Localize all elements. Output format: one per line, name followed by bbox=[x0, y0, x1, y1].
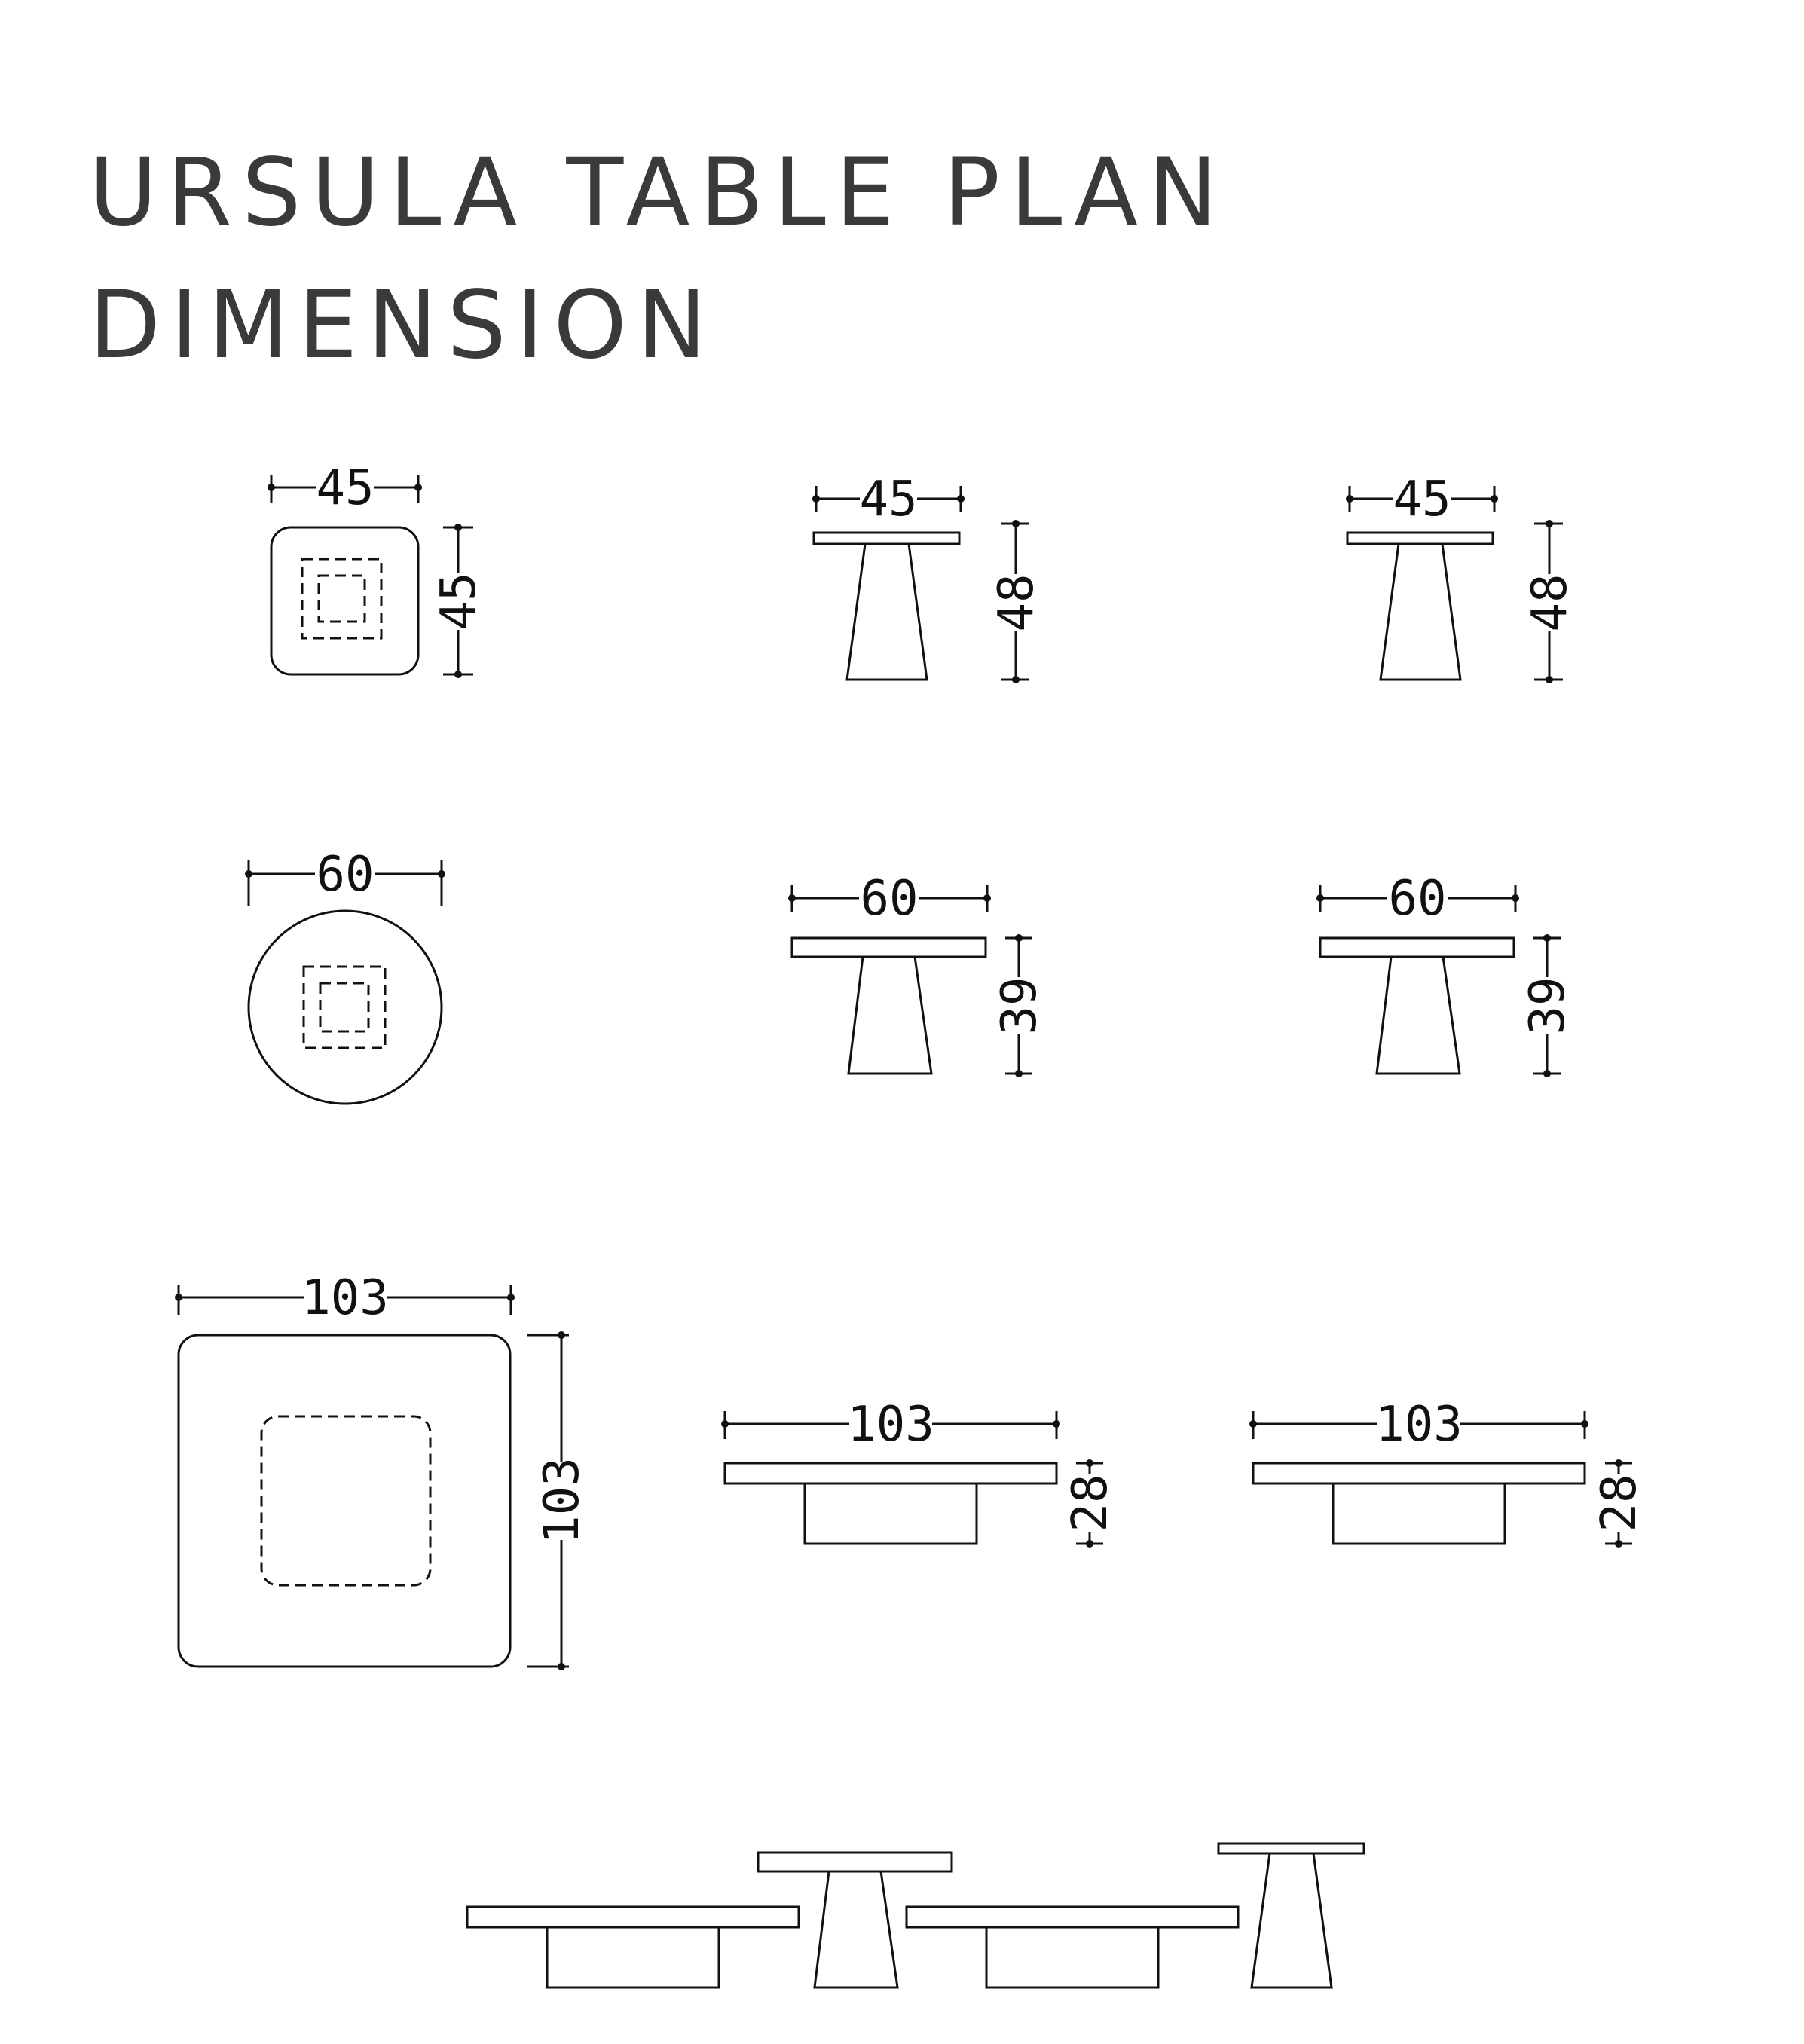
elevation-large-2-width-label: 103 bbox=[1375, 1397, 1463, 1453]
plan-large-depth-label: 103 bbox=[534, 1457, 590, 1544]
plan-round: 60 bbox=[245, 847, 445, 1105]
composition-large-table-1 bbox=[466, 1905, 800, 1989]
elevation-large-2-height-label: 28 bbox=[1591, 1474, 1647, 1532]
composition-large-table-2 bbox=[905, 1905, 1240, 1989]
elevation-small-2-width-label: 45 bbox=[1393, 472, 1451, 527]
plan-small-depth-label: 45 bbox=[431, 572, 487, 630]
plan-round-width-label: 60 bbox=[316, 847, 374, 903]
elevation-small-1: 45 48 bbox=[812, 472, 1044, 683]
elevation-round-1-width-label: 60 bbox=[860, 871, 918, 927]
elevation-large-1-width-label: 103 bbox=[847, 1397, 934, 1453]
plan-small-square: 45 45 bbox=[268, 460, 487, 678]
composition-view bbox=[466, 1842, 1365, 1989]
title-line-2: DIMENSION bbox=[89, 271, 717, 380]
elevation-round-1: 60 39 bbox=[788, 871, 1047, 1077]
title-line-1: URSULA TABLE PLAN bbox=[89, 139, 1228, 247]
elevation-small-2: 45 48 bbox=[1346, 472, 1578, 683]
elevation-small-1-width-label: 45 bbox=[859, 472, 917, 527]
composition-small-table bbox=[1217, 1842, 1365, 1989]
elevation-large-1-height-label: 28 bbox=[1063, 1474, 1118, 1532]
elevation-round-2-width-label: 60 bbox=[1388, 871, 1446, 927]
plan-small-width-label: 45 bbox=[316, 460, 374, 516]
elevation-large-1: 103 28 bbox=[721, 1397, 1118, 1548]
page-title: URSULA TABLE PLAN DIMENSION bbox=[89, 127, 1228, 392]
elevation-small-1-height-label: 48 bbox=[989, 573, 1044, 631]
elevation-round-2: 60 39 bbox=[1316, 871, 1576, 1077]
elevation-round-2-height-label: 39 bbox=[1520, 976, 1576, 1034]
elevation-large-2: 103 28 bbox=[1249, 1397, 1647, 1548]
elevation-small-2-height-label: 48 bbox=[1522, 573, 1578, 631]
composition-round-table bbox=[757, 1851, 953, 1989]
elevation-round-1-height-label: 39 bbox=[992, 976, 1047, 1034]
plan-large-width-label: 103 bbox=[301, 1270, 389, 1326]
plan-large-square: 103 103 bbox=[175, 1270, 590, 1670]
